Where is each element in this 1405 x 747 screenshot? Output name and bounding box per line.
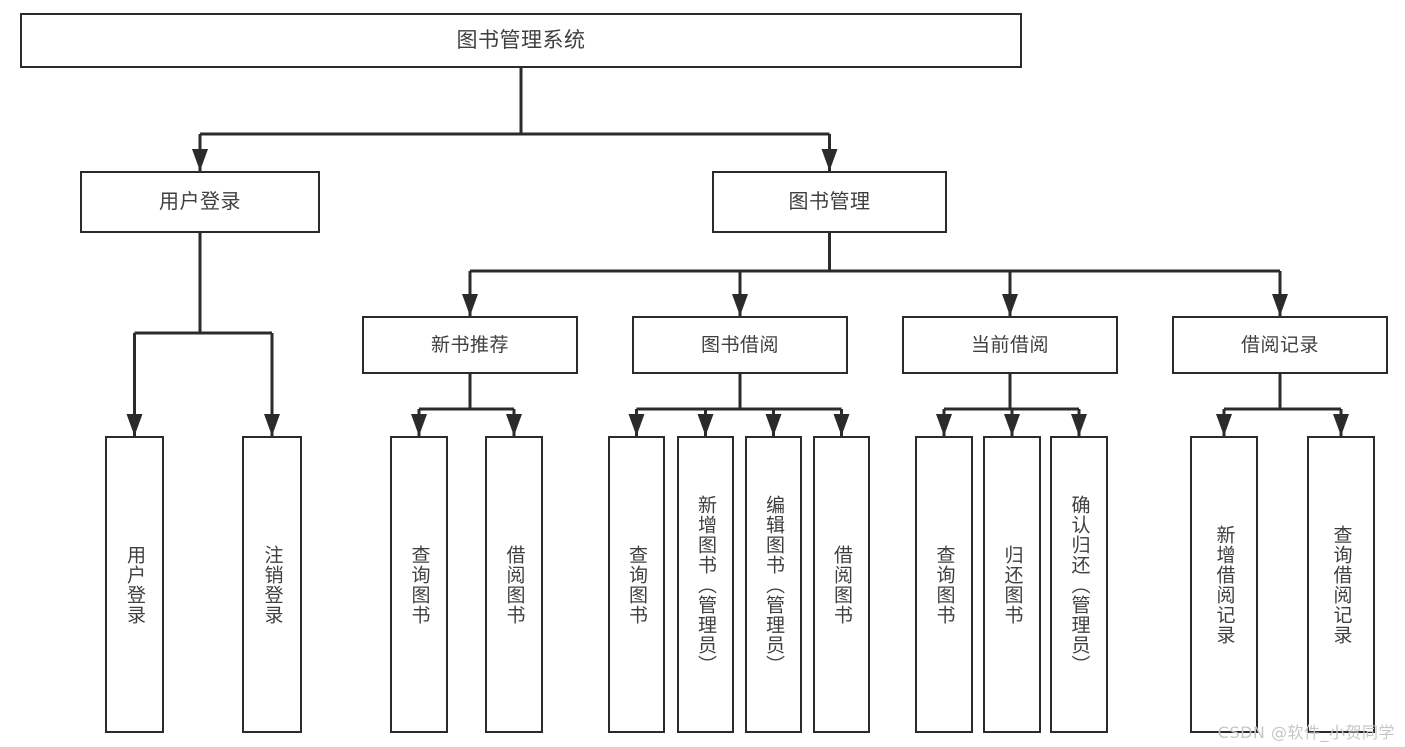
node-leaf-rec-borrow[interactable]: 借阅图书 — [485, 436, 543, 733]
node-leaf-cur-confirm[interactable]: 确认归还（管理员） — [1050, 436, 1108, 733]
node-label: 确认归还（管理员） — [1068, 494, 1091, 675]
arrowhead — [732, 294, 748, 316]
node-label: 查询借阅记录 — [1330, 524, 1353, 645]
node-borrow-record[interactable]: 借阅记录 — [1172, 316, 1388, 374]
node-leaf-cur-query[interactable]: 查询图书 — [915, 436, 973, 733]
node-label: 新书推荐 — [430, 333, 509, 356]
arrowhead — [126, 414, 143, 436]
arrowhead — [411, 414, 427, 436]
node-label: 新增借阅记录 — [1213, 524, 1236, 645]
node-label: 查询图书 — [626, 544, 648, 625]
arrowhead — [628, 414, 645, 436]
node-label: 查询图书 — [933, 544, 956, 625]
node-label: 借阅记录 — [1240, 333, 1319, 356]
node-user-login[interactable]: 用户登录 — [80, 171, 320, 233]
node-root[interactable]: 图书管理系统 — [20, 13, 1022, 68]
node-leaf-user-login[interactable]: 用户登录 — [105, 436, 164, 733]
node-book-manage[interactable]: 图书管理 — [712, 171, 947, 233]
node-label: 归还图书 — [1001, 544, 1024, 625]
arrowhead — [765, 414, 782, 436]
node-label: 图书管理 — [788, 189, 871, 214]
node-current-borrow[interactable]: 当前借阅 — [902, 316, 1118, 374]
node-leaf-borrow-add[interactable]: 新增图书（管理员） — [677, 436, 734, 733]
node-leaf-borrow-query[interactable]: 查询图书 — [608, 436, 665, 733]
arrowhead — [506, 414, 522, 436]
node-leaf-rec-query[interactable]: 查询图书 — [390, 436, 448, 733]
node-leaf-rec-add[interactable]: 新增借阅记录 — [1190, 436, 1258, 733]
node-label: 借阅图书 — [831, 544, 853, 625]
node-leaf-borrow-edit[interactable]: 编辑图书（管理员） — [745, 436, 802, 733]
node-leaf-cur-return[interactable]: 归还图书 — [983, 436, 1041, 733]
node-label: 图书管理系统 — [456, 28, 586, 53]
node-label: 当前借阅 — [970, 333, 1049, 356]
node-label: 查询图书 — [408, 544, 431, 625]
node-new-book-rec[interactable]: 新书推荐 — [362, 316, 578, 374]
node-leaf-borrow-do[interactable]: 借阅图书 — [813, 436, 870, 733]
arrowhead — [821, 149, 838, 171]
arrowhead — [833, 414, 850, 436]
arrowhead — [1333, 414, 1349, 436]
arrowhead — [462, 294, 478, 316]
arrowhead — [264, 414, 280, 436]
node-label: 新增图书（管理员） — [695, 494, 717, 675]
node-leaf-user-logout[interactable]: 注销登录 — [242, 436, 302, 733]
watermark-text: CSDN @软件_小贺同学 — [1217, 723, 1395, 742]
arrowhead — [1002, 294, 1018, 316]
arrowhead — [1272, 294, 1288, 316]
node-label: 借阅图书 — [503, 544, 526, 625]
node-label: 注销登录 — [261, 544, 284, 625]
arrowhead — [936, 414, 952, 436]
arrowhead — [697, 414, 714, 436]
node-leaf-rec-query2[interactable]: 查询借阅记录 — [1307, 436, 1375, 733]
arrowhead — [1071, 414, 1087, 436]
arrowhead — [1004, 414, 1020, 436]
arrowhead — [1216, 414, 1232, 436]
node-label: 用户登录 — [124, 544, 146, 625]
node-label: 图书借阅 — [700, 333, 779, 356]
arrowhead — [192, 149, 208, 171]
node-label: 编辑图书（管理员） — [763, 494, 785, 675]
node-label: 用户登录 — [159, 189, 241, 214]
node-book-borrow[interactable]: 图书借阅 — [632, 316, 848, 374]
